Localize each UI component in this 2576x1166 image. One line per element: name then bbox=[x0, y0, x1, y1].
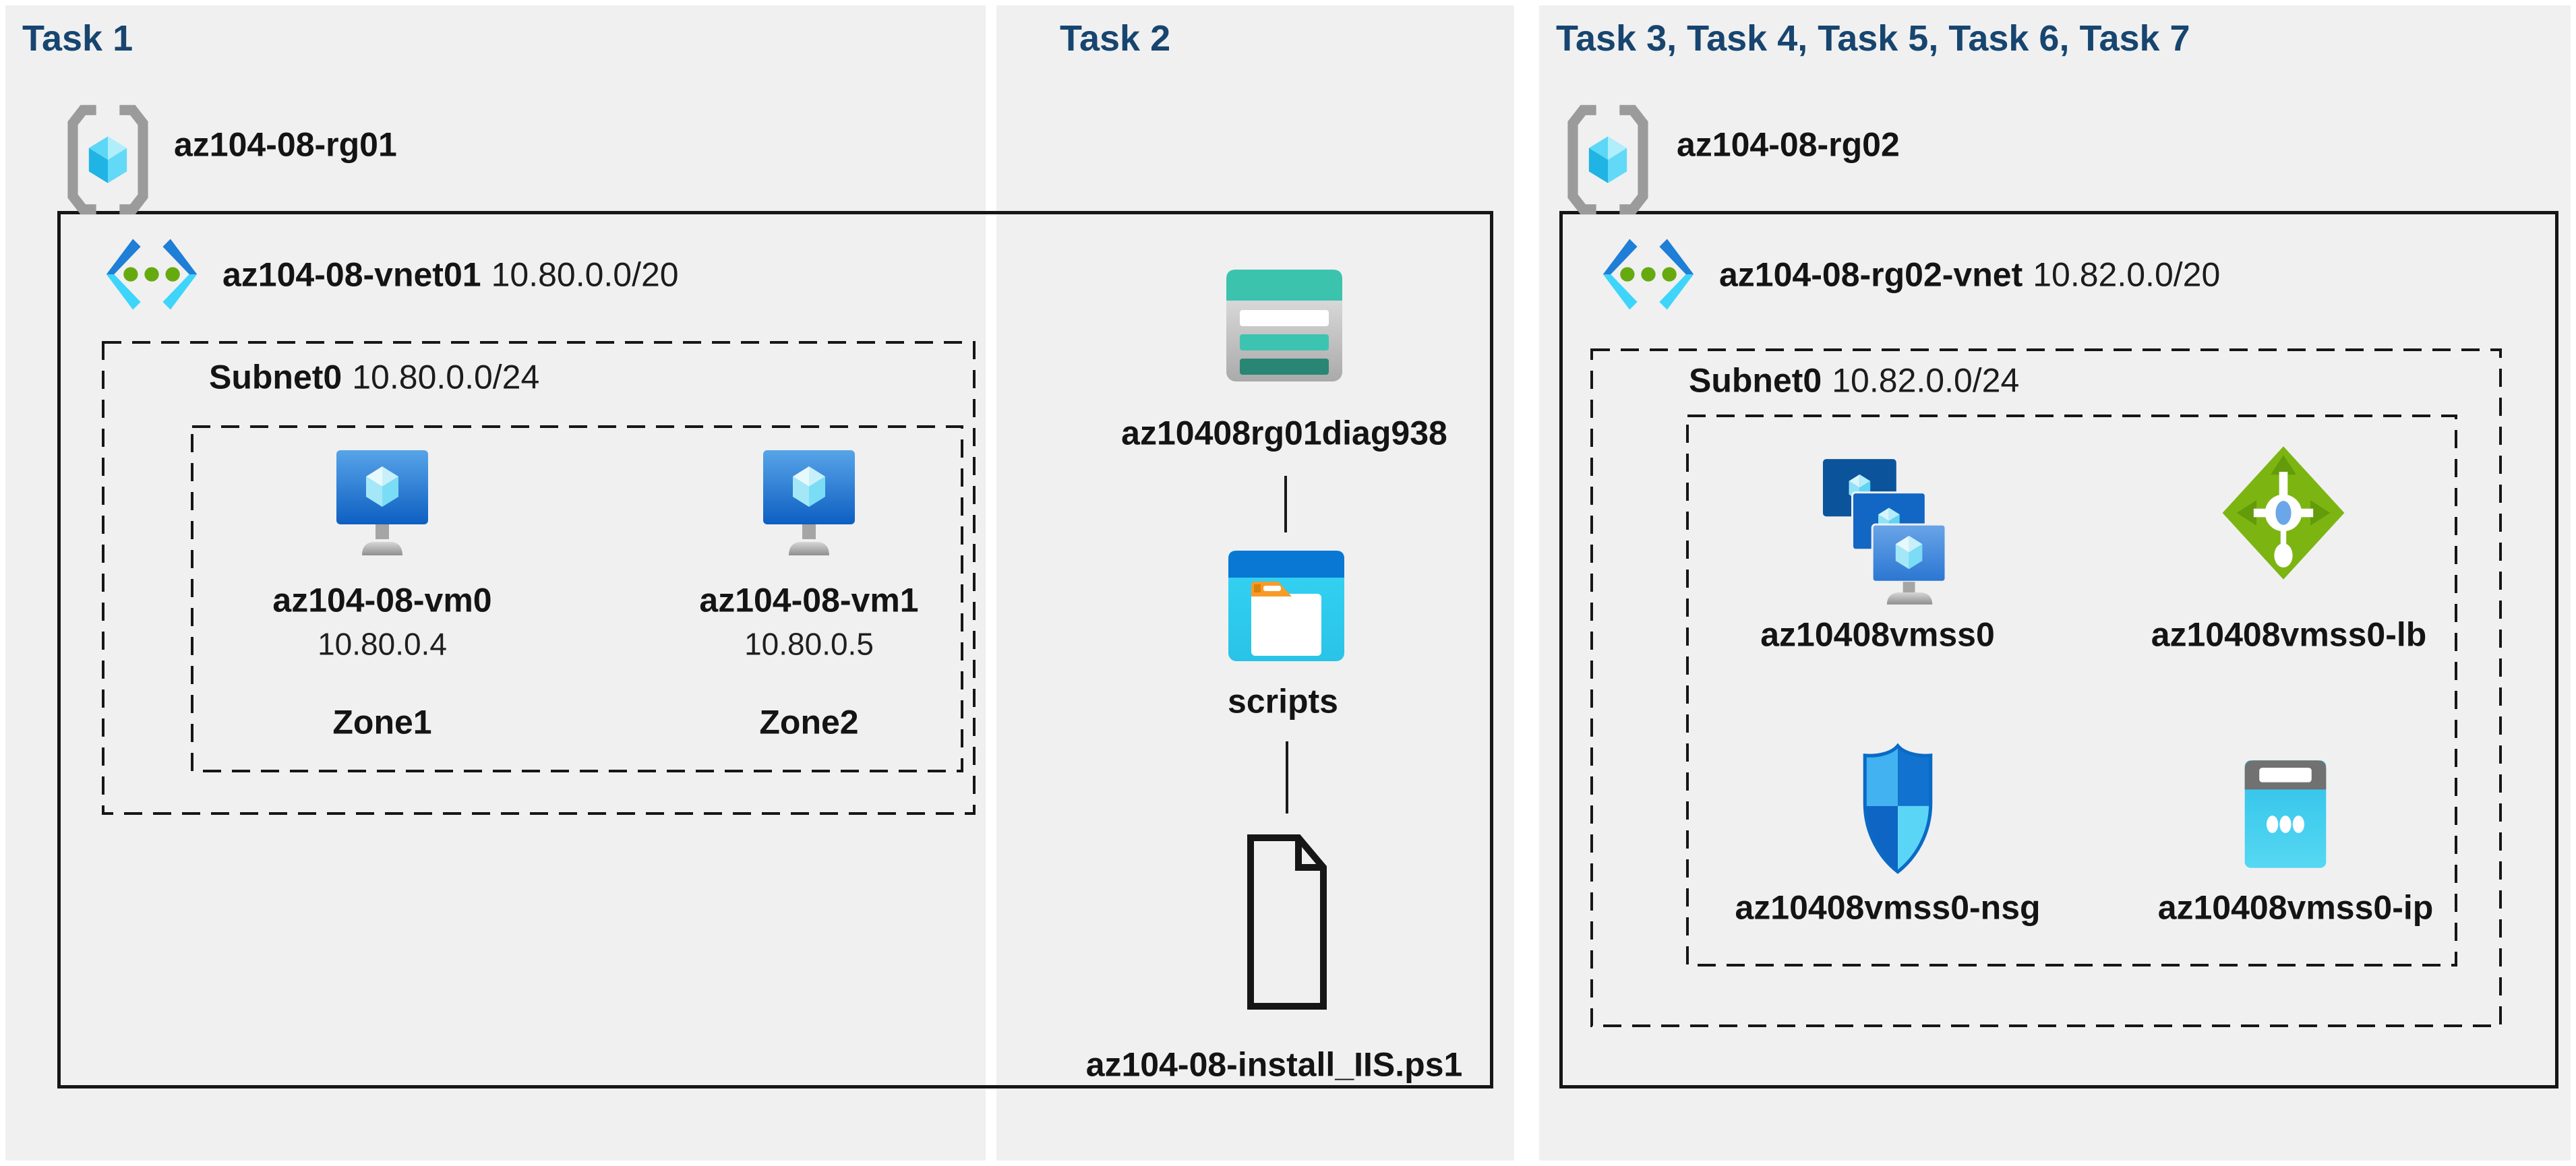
subnet0-box-rg01 bbox=[102, 341, 976, 815]
subnet0-rg02-name: Subnet0 bbox=[1689, 361, 1822, 400]
scripts-folder-label: scripts bbox=[1228, 682, 1338, 720]
subnet0-box-rg02 bbox=[1590, 348, 2502, 1027]
script-file-label: az104-08-install_IIS.ps1 bbox=[1085, 1045, 1463, 1084]
task3-7-title: Task 3, Task 4, Task 5, Task 6, Task 7 bbox=[1556, 18, 2190, 59]
task1-title: Task 1 bbox=[22, 18, 133, 59]
rg02-vnet-box bbox=[1559, 211, 2558, 1088]
vmss-icon bbox=[1822, 459, 1946, 605]
vm1-name: az104-08-vm1 bbox=[699, 581, 919, 619]
load-balancer-label: az10408vmss0-lb bbox=[2151, 615, 2427, 654]
vm0-ip: 10.80.0.4 bbox=[318, 626, 447, 662]
load-balancer-icon bbox=[2222, 446, 2345, 580]
vm0-zone: Zone1 bbox=[332, 703, 432, 741]
resource-group-icon bbox=[1567, 104, 1648, 215]
nsg-icon bbox=[1863, 743, 1933, 874]
public-ip-icon bbox=[2244, 760, 2327, 868]
vnet01-cidr: 10.80.0.0/20 bbox=[491, 255, 679, 294]
subnet0-rg02-cidr: 10.82.0.0/24 bbox=[1832, 361, 2020, 400]
rg01-label: az104-08-rg01 bbox=[174, 125, 397, 164]
vmss-label: az10408vmss0 bbox=[1760, 615, 1995, 654]
vm1-ip: 10.80.0.5 bbox=[744, 626, 874, 662]
connector-storage-folder bbox=[1284, 476, 1287, 532]
zones-box bbox=[191, 425, 963, 772]
subnet0-rg01-name: Subnet0 bbox=[209, 358, 342, 396]
public-ip-label: az10408vmss0-ip bbox=[2157, 888, 2434, 927]
rg02-vnet-name: az104-08-rg02-vnet bbox=[1719, 255, 2023, 294]
vmss-resources-box bbox=[1686, 415, 2457, 966]
vnet-icon bbox=[1602, 239, 1694, 310]
file-icon bbox=[1247, 834, 1327, 1010]
rg02-label: az104-08-rg02 bbox=[1677, 125, 1900, 164]
vm-icon bbox=[336, 450, 428, 555]
rg02-vnet-label: az104-08-rg02-vnet 10.82.0.0/20 bbox=[1719, 255, 2221, 294]
connector-folder-file bbox=[1286, 741, 1288, 814]
folder-icon bbox=[1228, 551, 1344, 661]
subnet0-rg02-label: Subnet0 10.82.0.0/24 bbox=[1689, 361, 2020, 400]
vm0-name: az104-08-vm0 bbox=[272, 581, 492, 619]
vnet-icon bbox=[106, 239, 198, 310]
vm-icon bbox=[763, 450, 855, 555]
rg02-vnet-cidr: 10.82.0.0/20 bbox=[2033, 255, 2221, 294]
subnet0-rg01-cidr: 10.80.0.0/24 bbox=[352, 358, 540, 396]
vnet01-box bbox=[57, 211, 1493, 1088]
panel-task1 bbox=[5, 5, 986, 1161]
vnet01-name: az104-08-vnet01 bbox=[222, 255, 481, 294]
task2-title: Task 2 bbox=[1060, 18, 1171, 59]
storage-account-label: az10408rg01diag938 bbox=[1121, 414, 1447, 452]
panel-task3-7 bbox=[1539, 5, 2571, 1161]
vnet01-label: az104-08-vnet01 10.80.0.0/20 bbox=[222, 255, 679, 294]
vm1-zone: Zone2 bbox=[759, 703, 859, 741]
resource-group-icon bbox=[67, 104, 148, 215]
subnet0-rg01-label: Subnet0 10.80.0.0/24 bbox=[209, 359, 539, 396]
storage-account-icon bbox=[1226, 270, 1342, 381]
nsg-label: az10408vmss0-nsg bbox=[1735, 888, 2041, 927]
